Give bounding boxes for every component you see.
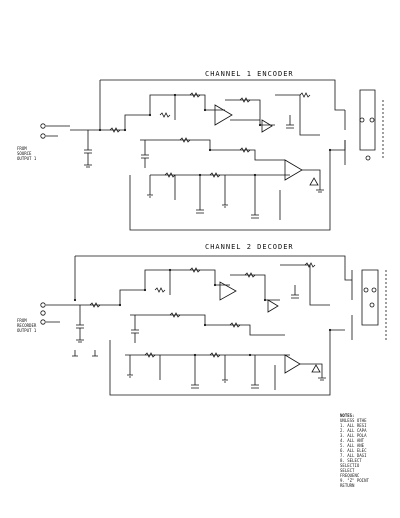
diode-icon [311,364,321,373]
resistor-icon [189,267,201,273]
resistor-icon [109,127,121,133]
capacitor-icon [141,140,149,168]
resistor-icon [239,147,251,153]
channel1-title: CHANNEL 1 ENCODER [205,70,294,78]
capacitor-icon [196,209,204,214]
notes-line: 4. ALL ANT [340,438,365,443]
transistor-icon [92,350,98,357]
opamp-icon [261,119,273,133]
channel2-title: CHANNEL 2 DECODER [205,243,294,251]
resistor-icon [169,312,181,318]
resistor-icon [209,352,221,358]
notes-line: RETURN [340,483,355,488]
ground-icon [76,339,84,343]
capacitor-icon [286,115,294,129]
resistor-icon [299,92,311,98]
switch-contact-icon [359,117,365,123]
opamp-icon [284,159,303,181]
output-jack-icon [369,302,375,308]
opamp-icon [267,299,279,313]
channel1-input-label: FROM SOURCE OUTPUT 1 [17,146,37,161]
channel2-circuit [40,255,387,396]
capacitor-icon [291,285,299,299]
input-jack-icon [40,302,46,308]
input-jack-icon [40,319,46,325]
resistor-icon [179,137,191,143]
resistor-icon [229,322,241,328]
notes-line: 7. ALL DAGI [340,453,367,458]
input-jack-icon [40,310,46,316]
resistor-icon [304,262,316,268]
capacitor-icon [251,384,259,389]
notes-line: FREQUENC [340,473,360,478]
capacitor-icon [76,305,84,340]
resistor-icon [154,287,166,293]
notes-line: 5. ALL ANE [340,443,365,448]
switch-contact-icon [363,287,369,293]
resistor-icon [144,352,156,358]
input-jack-icon [40,123,46,129]
opamp-icon [284,354,301,374]
channel2-input-label: FROM RECORDER OUTPUT 1 [17,318,37,333]
switch-contact-icon [371,287,377,293]
opamp-icon [219,281,237,301]
ground-icon [318,377,326,381]
notes-line: 8. SELECT [340,458,362,463]
resistor-icon [189,92,201,98]
notes-line: 1. ALL RESI [340,423,367,428]
notes-line: SELECTIO [340,463,360,468]
notes-line: UNLESS OTHE [340,418,367,423]
diode-icon [309,177,319,186]
transistor-icon [72,350,78,357]
ground-icon [316,189,324,193]
notes-block: NOTES: UNLESS OTHE 1. ALL RESI 2. ALL CA… [340,413,369,488]
capacitor-icon [191,384,199,389]
ground-icon [222,379,228,383]
resistor-icon [164,172,176,178]
notes-line: 9. "Z" POINT [340,478,369,483]
input-jack-icon [40,133,46,139]
ground-icon [147,194,153,198]
capacitor-icon [84,130,92,165]
ground-icon [222,204,228,208]
ground-icon [127,374,133,378]
notes-header: NOTES: [340,413,355,418]
resistor-icon [159,112,171,118]
ground-icon [84,164,92,168]
notes-line: 6. ALL ELEC [340,448,367,453]
resistor-icon [209,172,221,178]
resistor-icon [244,272,256,278]
switch-contact-icon [369,117,375,123]
channel1-circuit [40,79,384,231]
output-jack-icon [365,155,371,161]
notes-line: 3. ALL POLA [340,433,367,438]
notes-line: SELECT [340,468,355,473]
resistor-icon [239,97,251,103]
notes-line: 2. ALL CAPA [340,428,367,433]
opamp-icon [214,104,233,126]
capacitor-icon [251,214,259,219]
capacitor-icon [131,315,139,343]
resistor-icon [89,302,101,308]
